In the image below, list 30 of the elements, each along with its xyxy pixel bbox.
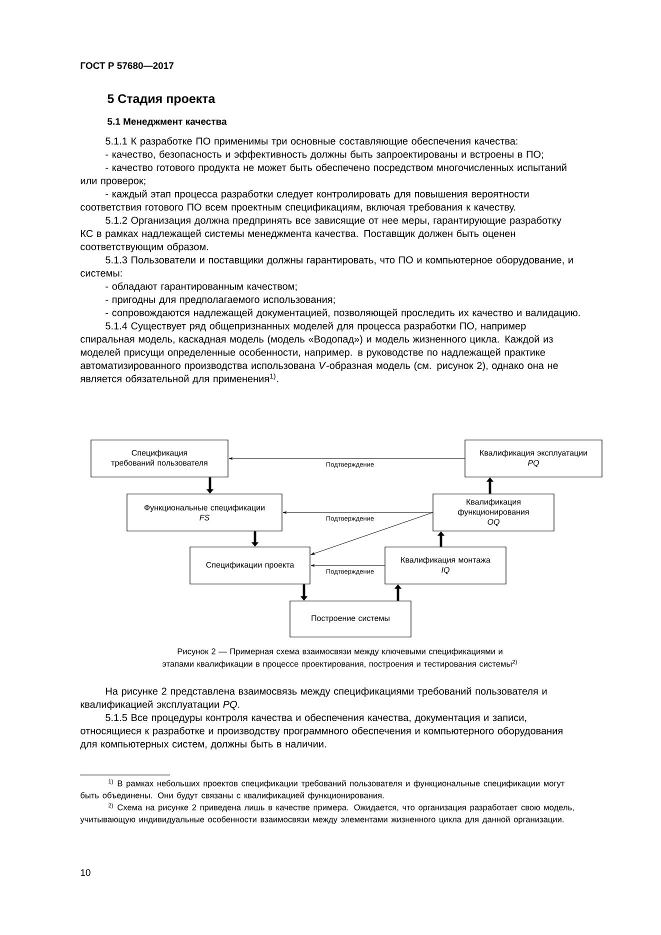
paragraph: - качество готового продукта не может быть обеспечено посредством многочисленных испытаний или проверок;	[80, 164, 566, 186]
paragraph: На рисунке 2 представлена взаимосвязь между спецификациями требований пользователя и квалификацией эксплуатации PQ.	[80, 687, 547, 710]
paragraph: - качество, безопасность и эффективность должны быть запроектированы и встроены в ПО;	[106, 150, 543, 160]
process-box: Функциональные спецификации FS	[126, 494, 282, 532]
process-box: Квалификация монтажа IQ	[384, 546, 506, 584]
running-header: ГОСТ Р 57680—2017	[80, 62, 174, 69]
arrow	[310, 512, 433, 555]
paragraph: 5.1.5 Все процедуры контроля качества и обеспечения качества, документация и записи, относящиеся к разработке и производству программного обеспечения и компьютерного оборудования для компьютерных систем, должны быть в наличии.	[80, 714, 562, 750]
paragraph: - обладают гарантированным качеством;	[106, 282, 297, 292]
subsection-heading: 5.1 Менеджмент качества	[108, 118, 227, 127]
process-box: Спецификация требований пользователя	[90, 440, 228, 478]
arrow	[310, 564, 385, 567]
process-box: Спецификации проекта	[190, 546, 310, 584]
paragraph: $^{2)}$ Схема на рисунке 2 приведена лишь в качестве примера. Ожидается, что организация разработает свою модель, учитывающую индивидуальные особенности взаимосвязи между элементами жизненного цикла для данной организации.	[80, 803, 574, 824]
paragraph: - каждый этап процесса разработки следует контролировать для повышения вероятности соответствия готового ПО всем проектным спецификациям, включая требования к качеству.	[80, 190, 529, 213]
figure-caption: Рисунок 2 — Примерная схема взаимосвязи между ключевыми спецификациями и этапами квалификации в процессе проектирования, построения и тестирования системы$^{2)}$	[162, 648, 517, 668]
arrow	[228, 457, 465, 460]
paragraph: 5.1.1 К разработке ПО применимы три основные составляющие обеспечения качества:	[106, 137, 518, 147]
page-number: 10	[80, 869, 90, 876]
arrow	[282, 511, 433, 514]
process-box: Квалификация функционирования OQ	[432, 494, 554, 532]
process-box: Построение системы	[290, 600, 412, 638]
paragraph: 5.1.2 Организация должна предпринять все зависящие от нее меры, гарантирующие разработку КС в рамках надлежащей системы менеджмента качества. Поставщик должен быть оценен соответствующим образом.	[80, 216, 562, 252]
paragraph: 5.1.4 Существует ряд общепризнанных моделей для процесса разработки ПО, например спиральная модель, каскадная модель (модель «Водопад») и модель жизненного цикла. Каждой из моделей присущи определенные особенности, например. в руководстве по надлежащей практике автоматизированного производства использована V-образная модель (см. рисунок 2), однако она не является обязательной для применения$^{1)}$.	[80, 322, 558, 384]
paragraph: 5.1.3 Пользователи и поставщики должны гарантировать, что ПО и компьютерное оборудование, и системы:	[80, 256, 573, 277]
paragraph: $^{1)}$ В рамках небольших проектов спецификации требований пользователя и функциональные спецификации могут быть объединены. Они будут связаны с квалификацией функционирования.	[80, 779, 565, 800]
process-box: Квалификация эксплуатации PQ	[464, 440, 602, 478]
paragraph: - пригодны для предполагаемого использования;	[106, 298, 335, 305]
paragraph: - сопровождаются надлежащей документацией, позволяющей проследить их качество и валидацию.	[106, 308, 580, 318]
section-heading: 5 Стадия проекта	[108, 94, 216, 106]
